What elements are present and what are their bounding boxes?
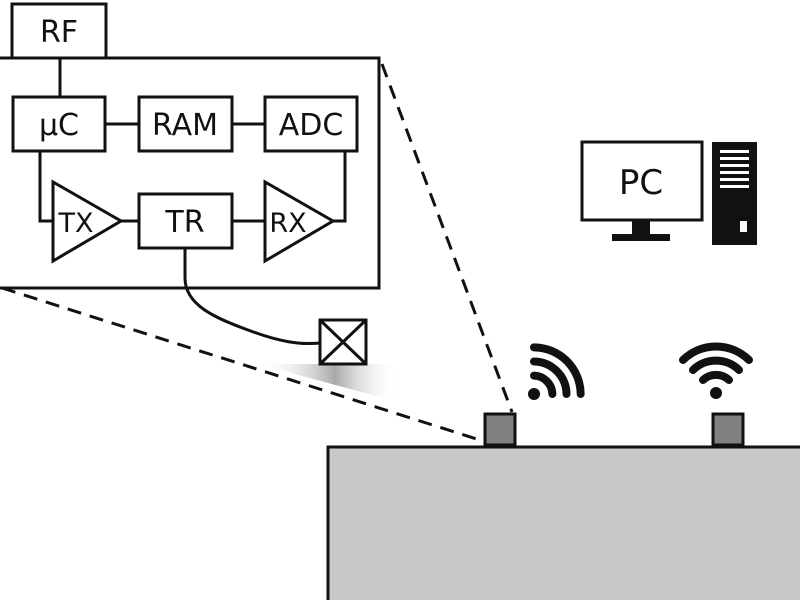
ram-label: RAM (152, 108, 218, 143)
tr-block: TR (137, 192, 234, 250)
wire-uc-tx (38, 151, 53, 223)
tx-label: TX (58, 208, 94, 239)
transducer-shade (258, 364, 398, 402)
zoom-line-bottom (1, 286, 487, 444)
pc-computer-icon: PC (580, 140, 757, 245)
rf-label: RF (40, 15, 78, 50)
wifi-icon-left (528, 343, 585, 400)
sensor-node-left (483, 412, 517, 447)
sensor-node-right (711, 412, 745, 447)
adc-block: ADC (263, 95, 359, 153)
tr-cable (183, 248, 321, 346)
zoom-inset-frame (0, 56, 381, 290)
transducer-element (318, 318, 368, 366)
wire-rx-adc (333, 151, 347, 223)
adc-label: ADC (279, 108, 344, 143)
microcontroller-label: µC (39, 108, 79, 143)
tower-icon (712, 142, 757, 245)
zoom-line-top (380, 63, 514, 413)
rx-label: RX (269, 208, 306, 239)
microcontroller-block: µC (11, 95, 107, 153)
monitor-icon (580, 140, 704, 241)
rf-block: RF (10, 2, 108, 60)
pc-label: PC (619, 163, 663, 203)
rx-amplifier: RX (263, 179, 336, 264)
structure-block (326, 445, 800, 600)
tr-label: TR (164, 205, 204, 240)
ram-block: RAM (137, 95, 234, 153)
tx-amplifier: TX (51, 179, 124, 264)
wifi-icon-right (679, 342, 753, 399)
